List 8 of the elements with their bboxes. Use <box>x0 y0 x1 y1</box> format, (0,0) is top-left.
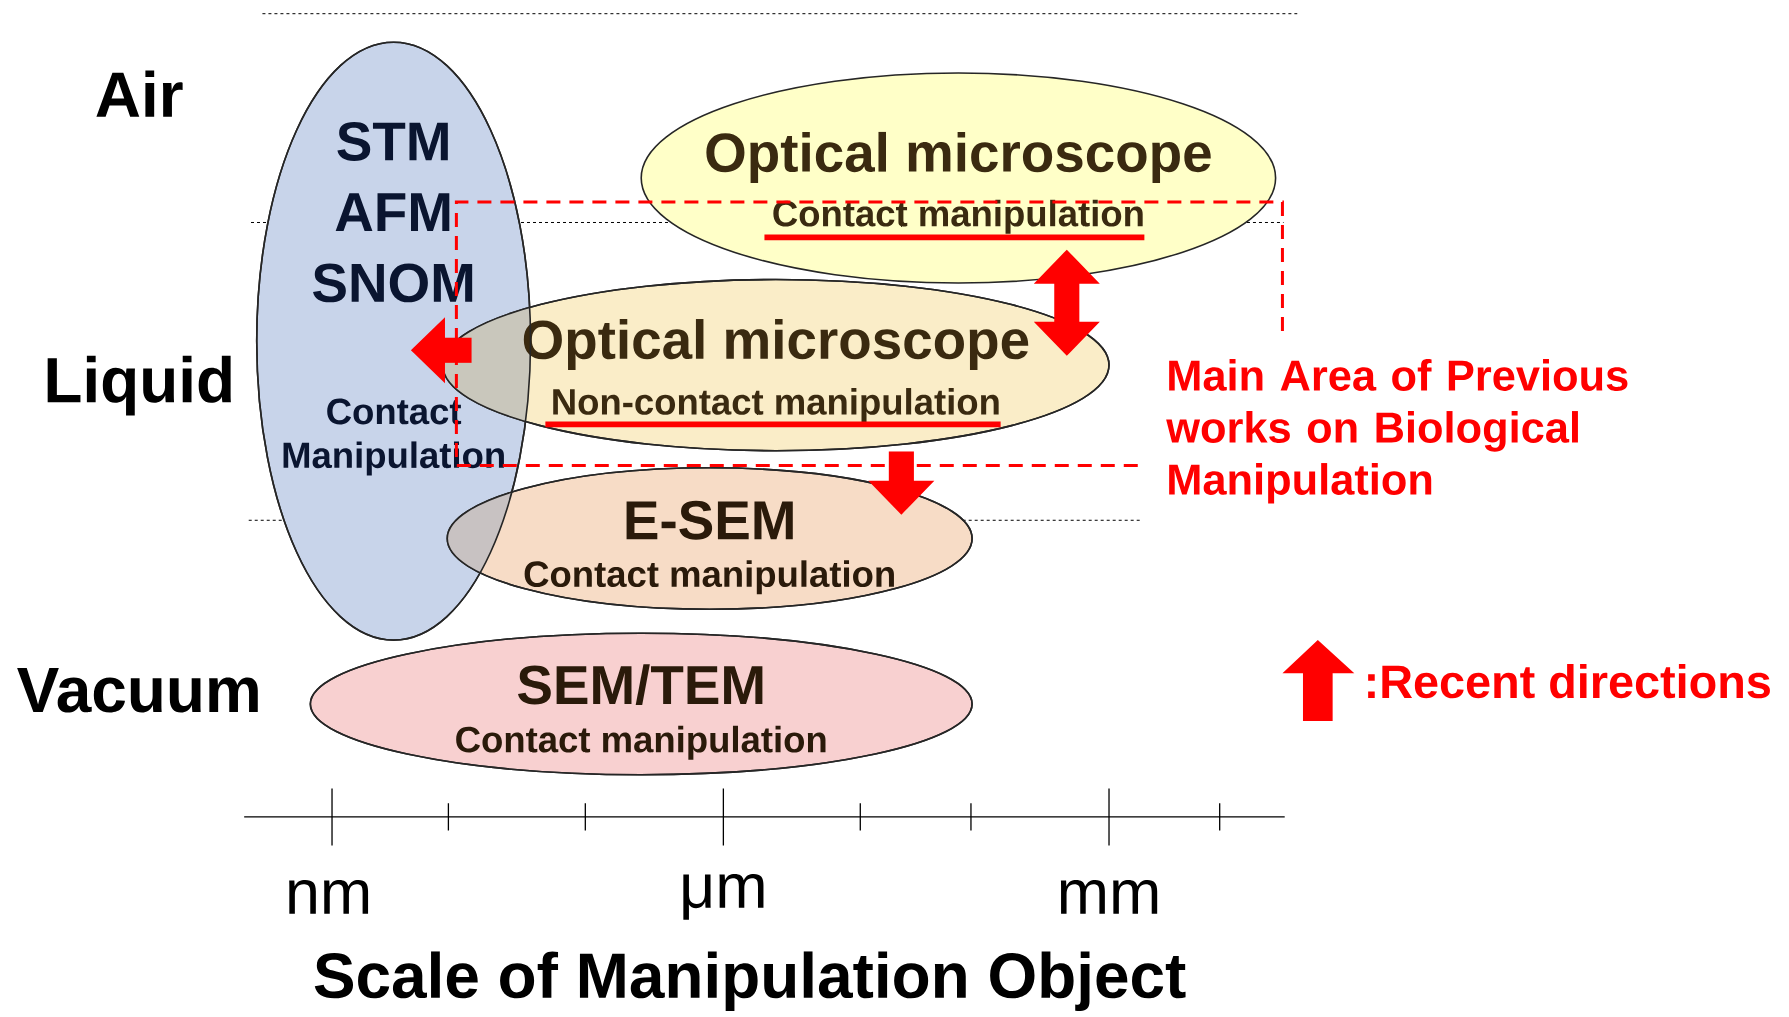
label: mm <box>1060 880 1158 914</box>
legend-text: :Recent directions <box>1368 664 1770 699</box>
label: Air <box>96 70 183 117</box>
label: Vacuum <box>17 668 258 713</box>
label: Scale of Manipulation Object <box>314 951 1186 1012</box>
label: Main Area of Previous works on Biological Manipulation <box>1166 359 1628 504</box>
label: μm <box>683 874 764 920</box>
label: nm <box>289 880 369 914</box>
